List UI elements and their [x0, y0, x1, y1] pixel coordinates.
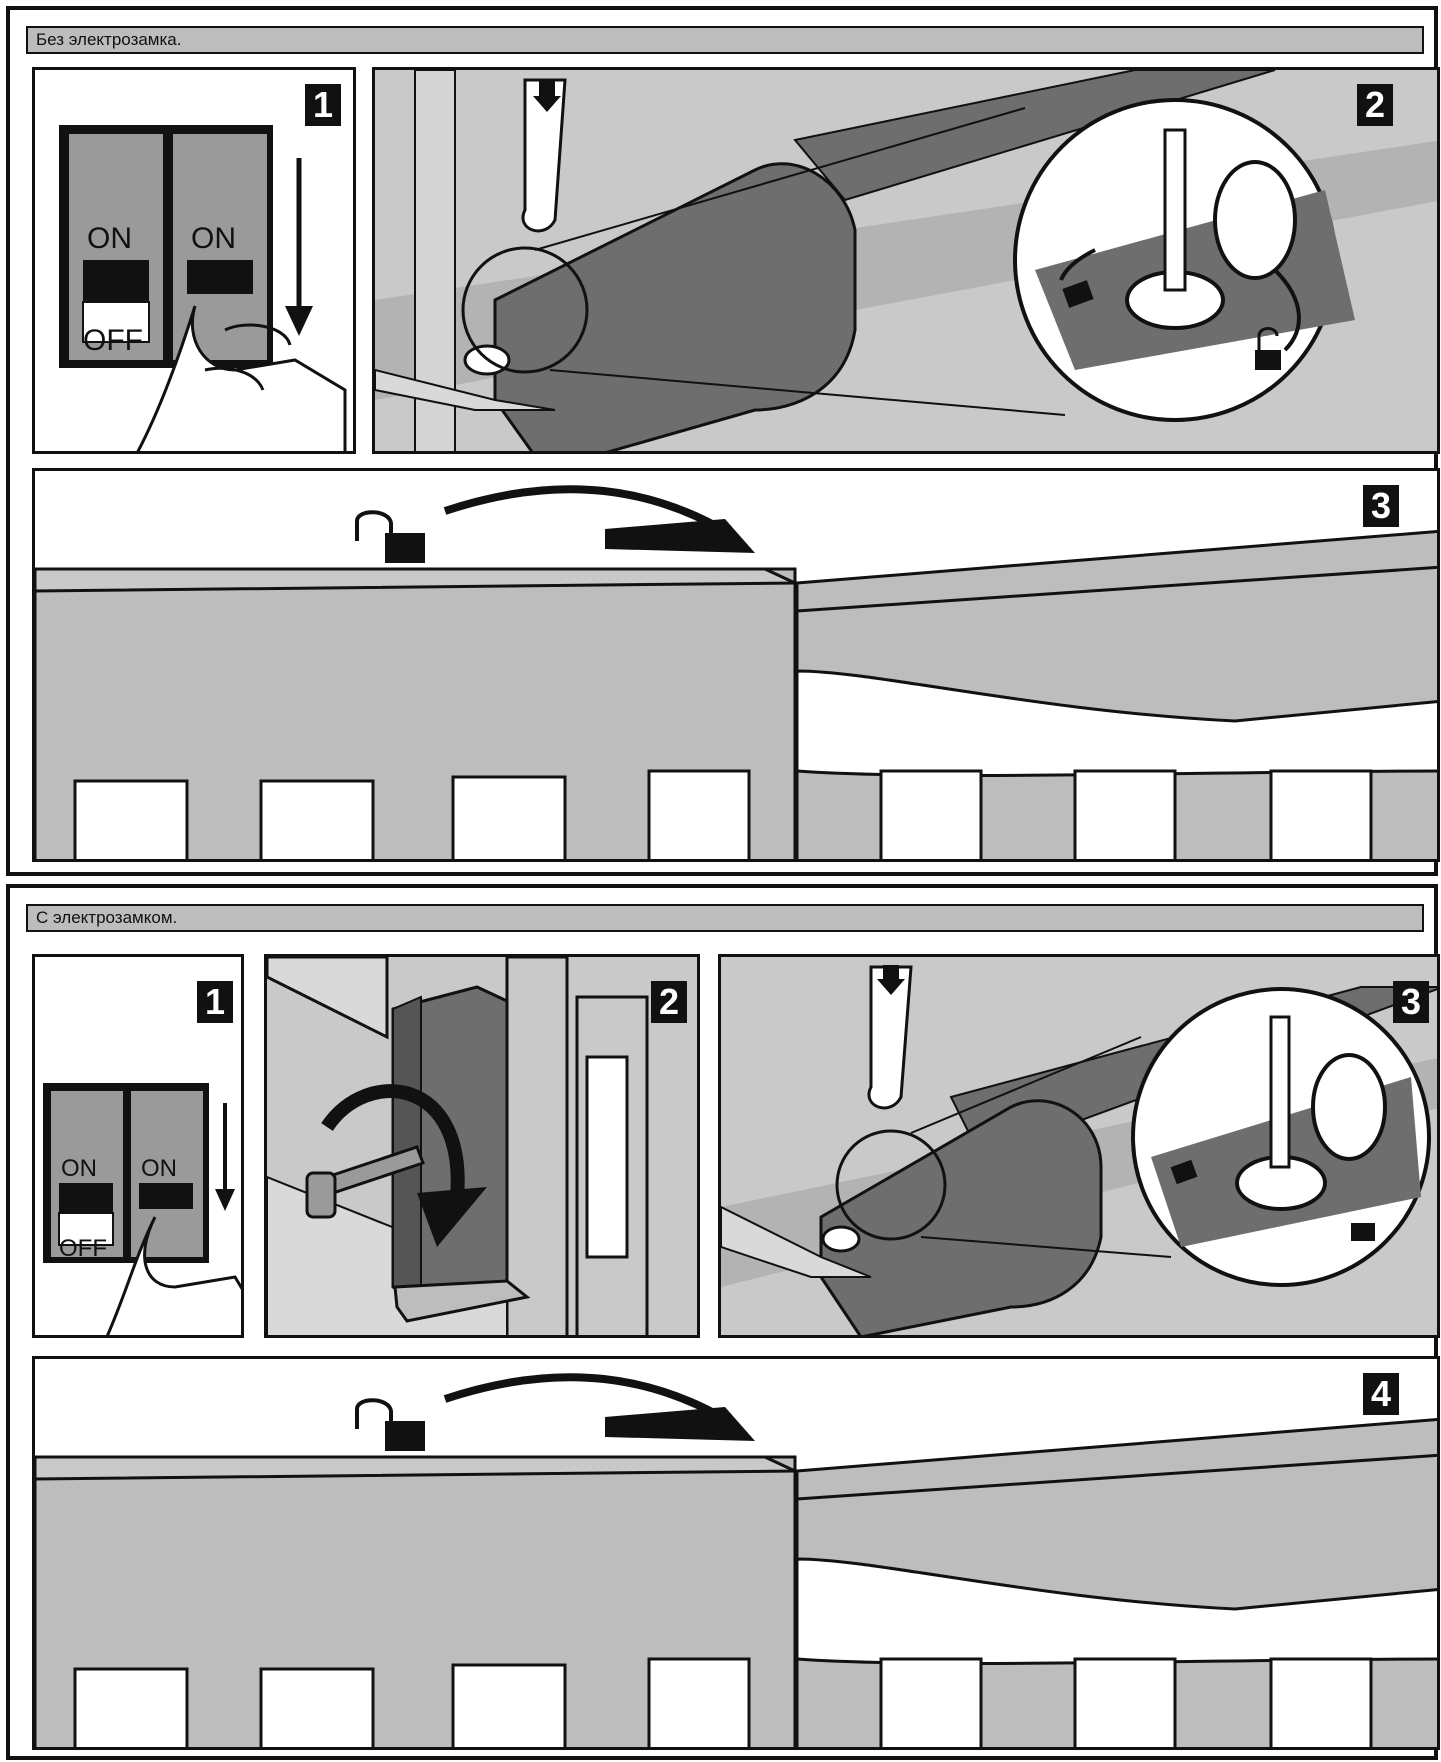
step-panel-1: ON ON OFF 1: [32, 67, 356, 454]
step-badge: 1: [305, 84, 341, 126]
switch-on-left-label: ON: [61, 1155, 97, 1183]
step-panel-4: 4: [32, 1356, 1440, 1750]
motor-release-illustration: [375, 70, 1440, 454]
switch-on-right-label: ON: [191, 222, 236, 256]
switch-off-label: OFF: [59, 1235, 107, 1263]
step-panel-2: 2: [264, 954, 700, 1338]
switch-off-label: OFF: [83, 324, 143, 358]
step-badge: 1: [197, 981, 233, 1023]
curved-arrow-icon: [445, 489, 755, 553]
down-arrow-icon: [215, 1103, 235, 1211]
gate-push-illustration: [35, 471, 1440, 862]
unlock-icon: [357, 1400, 425, 1451]
gate-push-illustration: [35, 1359, 1440, 1750]
curved-arrow-icon: [445, 1377, 755, 1441]
down-arrow-icon: [285, 158, 313, 336]
unlock-icon: [1351, 1223, 1375, 1241]
unlock-icon: [357, 512, 425, 563]
section-title: С электрозамком.: [26, 904, 1424, 932]
motor-release-illustration: [721, 957, 1440, 1338]
switch-on-left-label: ON: [87, 222, 132, 256]
electrolock-key-illustration: [267, 957, 700, 1338]
step-badge: 3: [1363, 485, 1399, 527]
step-badge: 4: [1363, 1373, 1399, 1415]
step-panel-3: 3: [32, 468, 1440, 862]
step-badge: 2: [1357, 84, 1393, 126]
section-title: Без электрозамка.: [26, 26, 1424, 54]
breaker-switch-illustration: [35, 70, 356, 454]
step-panel-3: 3: [718, 954, 1440, 1338]
step-panel-2: 2: [372, 67, 1440, 454]
step-badge: 3: [1393, 981, 1429, 1023]
step-badge: 2: [651, 981, 687, 1023]
switch-on-right-label: ON: [141, 1155, 177, 1183]
step-panel-1: ON ON OFF 1: [32, 954, 244, 1338]
